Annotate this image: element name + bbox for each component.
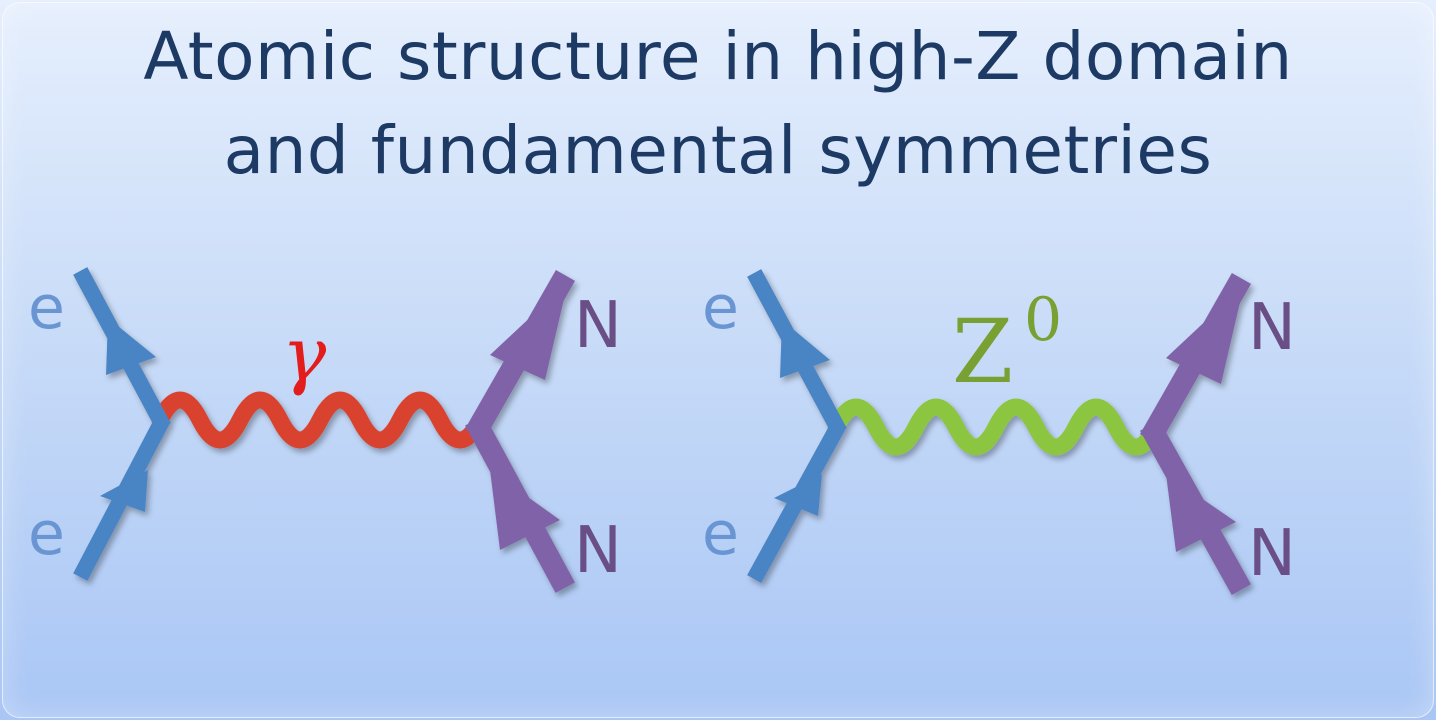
nucleon-arrow-bottom-2 bbox=[1166, 474, 1236, 552]
nucleon-label-top: N bbox=[574, 289, 622, 363]
nucleon-arrow-top bbox=[490, 282, 568, 380]
electron-label-bottom-2: e bbox=[702, 499, 739, 569]
nucleon-line-top bbox=[464, 269, 576, 441]
nucleon-line-bottom-2 bbox=[1140, 420, 1251, 595]
photon-propagator bbox=[151, 391, 489, 449]
electron-line-top-2 bbox=[747, 269, 847, 436]
nucleon-arrow-top-2 bbox=[1166, 285, 1244, 384]
electron-label-top-2: e bbox=[702, 273, 739, 343]
nucleon-label-bottom: N bbox=[574, 514, 622, 588]
electron-arrow-top bbox=[106, 318, 156, 375]
electron-arrow-bottom bbox=[100, 470, 148, 512]
nucleon-line-top-2 bbox=[1139, 272, 1252, 446]
z-boson-superscript: 0 bbox=[1024, 285, 1062, 355]
photon-label: γ bbox=[282, 312, 327, 398]
slide-title: Atomic structure in high-Z domain and fu… bbox=[0, 10, 1436, 198]
diagram-z-boson-exchange bbox=[747, 269, 1252, 595]
electron-line-bottom bbox=[73, 414, 171, 581]
electron-label-top: e bbox=[28, 273, 65, 343]
z-boson-label: Z bbox=[952, 300, 1013, 403]
electron-arrow-top-2 bbox=[780, 320, 830, 378]
z-boson-propagator bbox=[827, 398, 1165, 456]
electron-label-bottom: e bbox=[28, 499, 65, 569]
title-line-2: and fundamental symmetries bbox=[223, 112, 1213, 189]
nucleon-label-top-2: N bbox=[1248, 291, 1296, 365]
title-line-1: Atomic structure in high-Z domain bbox=[143, 18, 1293, 95]
electron-line-top bbox=[73, 267, 171, 431]
nucleon-line-bottom bbox=[465, 415, 575, 593]
nucleon-label-bottom-2: N bbox=[1248, 517, 1296, 591]
diagram-photon-exchange bbox=[73, 267, 576, 593]
nucleon-arrow-bottom bbox=[490, 470, 560, 550]
electron-arrow-bottom-2 bbox=[774, 474, 822, 516]
electron-line-bottom-2 bbox=[747, 419, 847, 583]
